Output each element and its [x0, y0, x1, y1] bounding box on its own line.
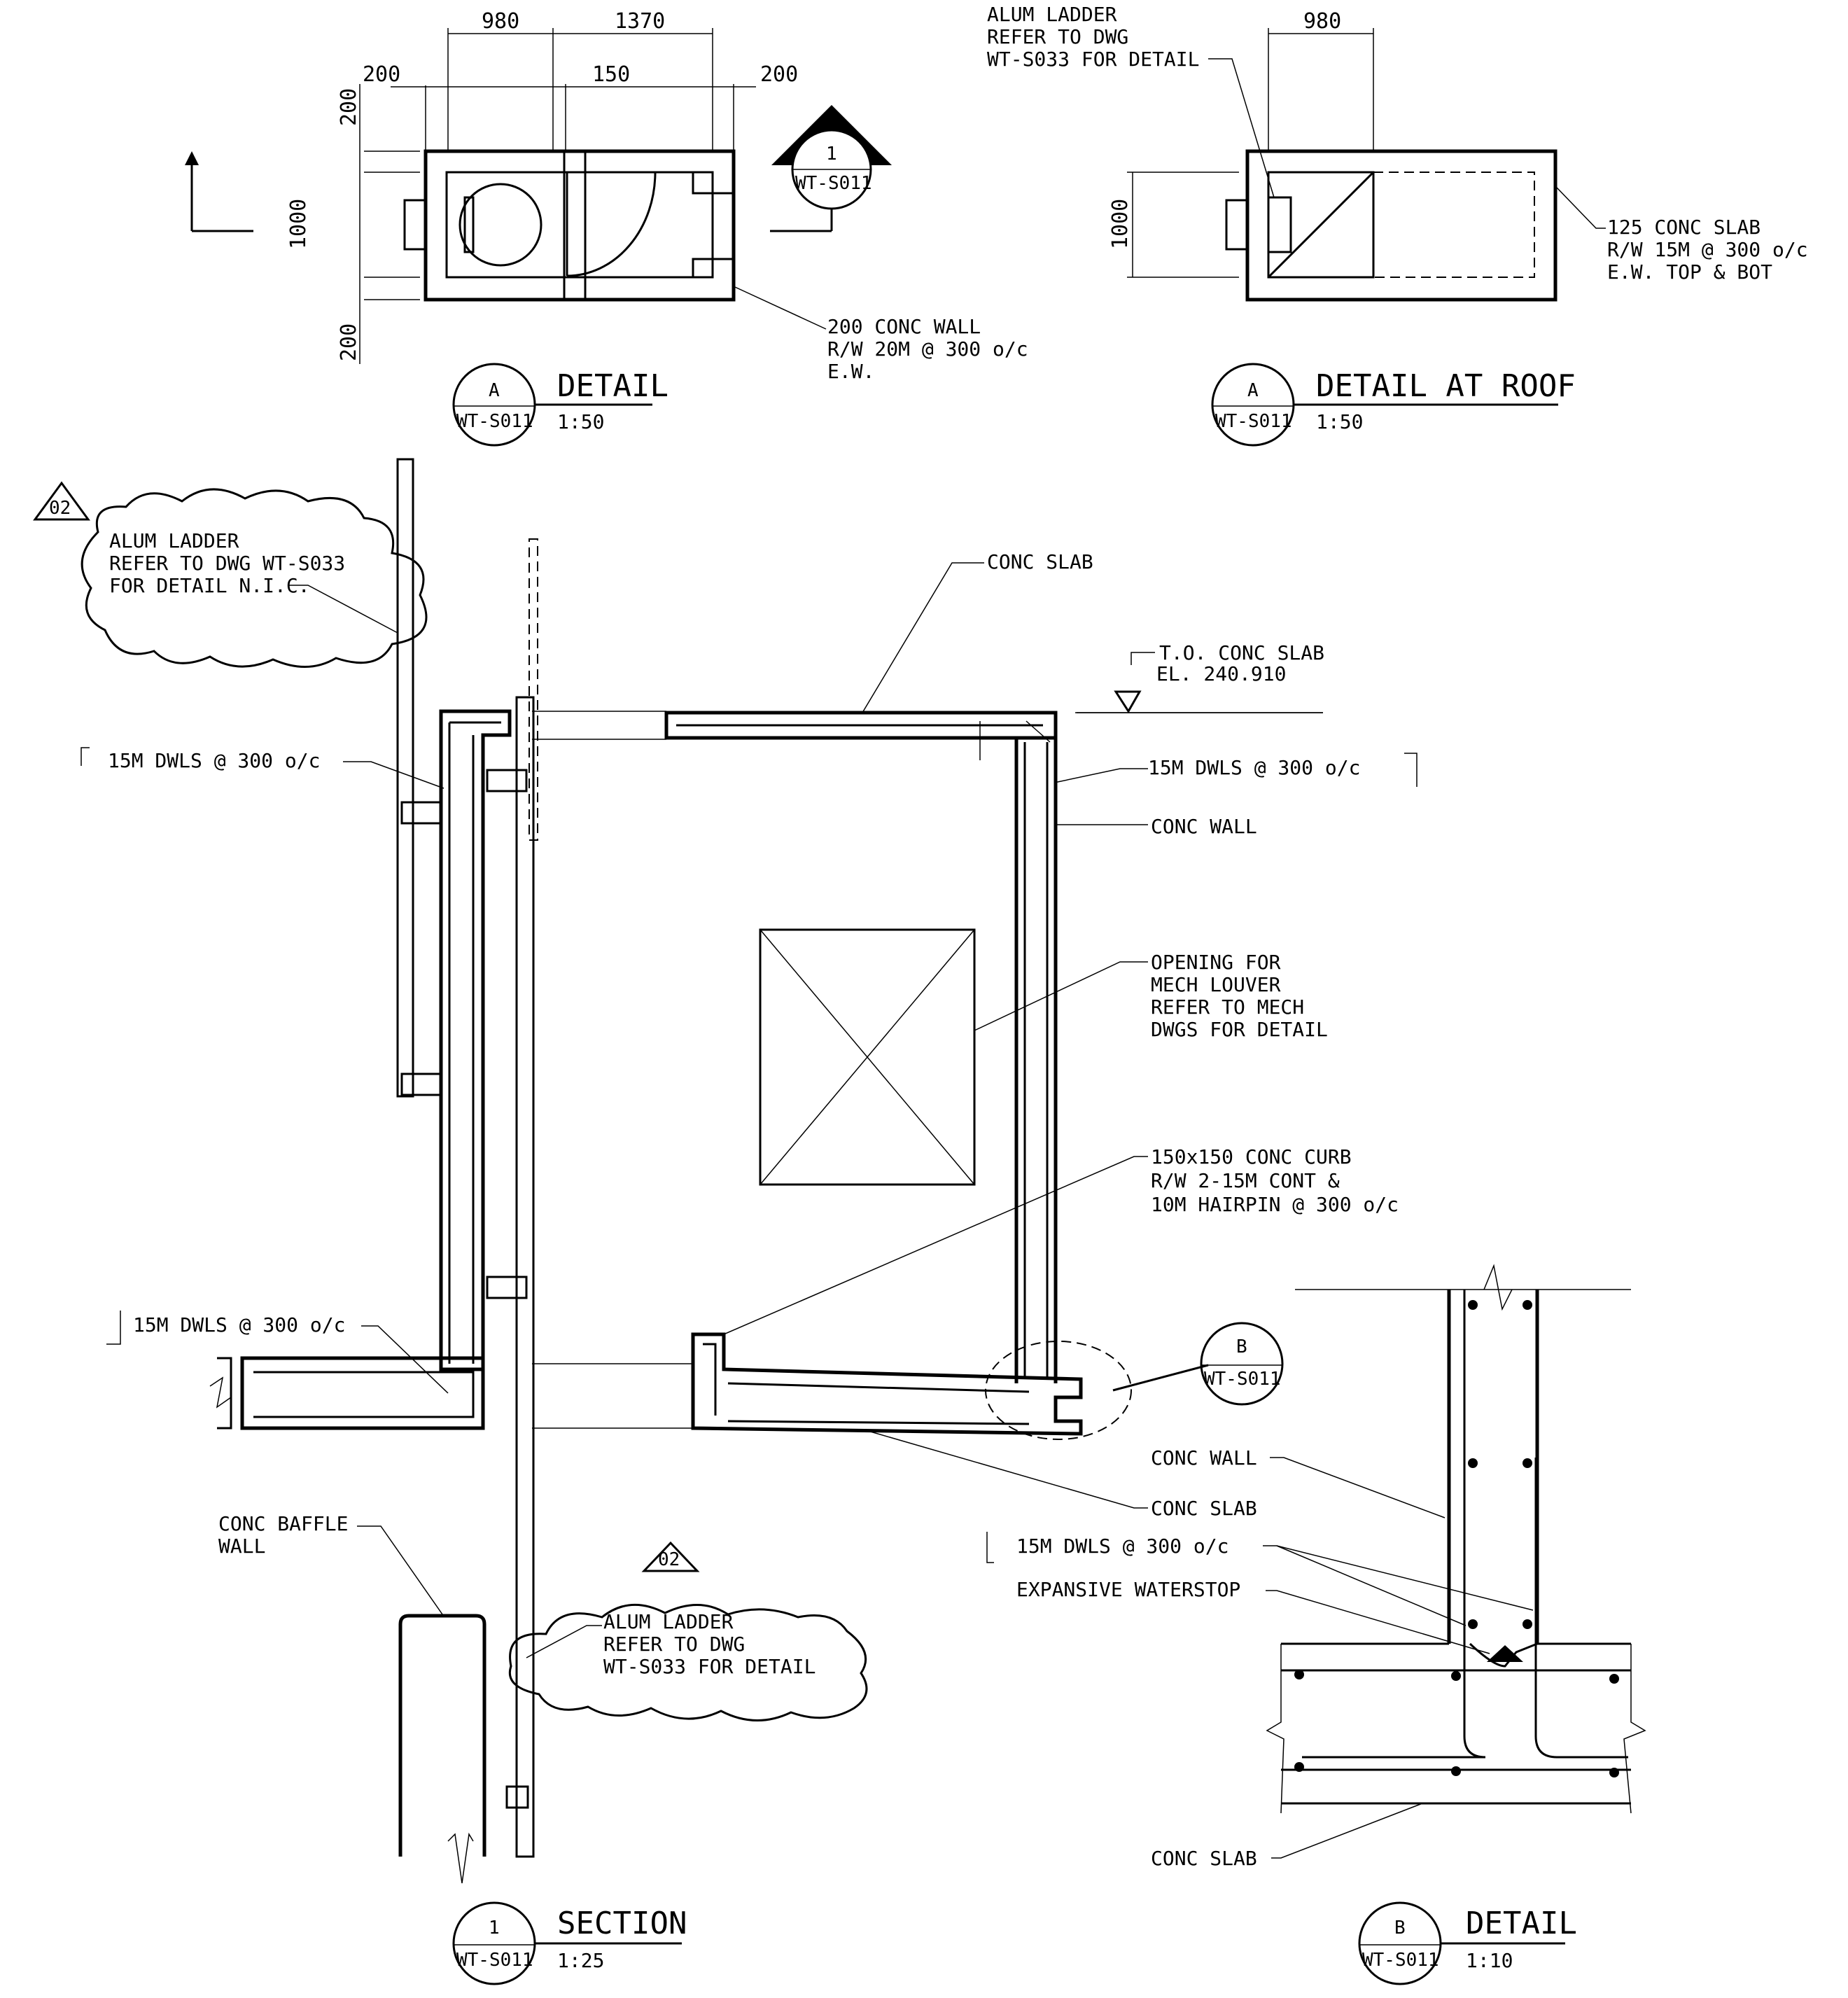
roof-dim-1000: 1000 — [1108, 199, 1133, 249]
dim-1000: 1000 — [286, 199, 311, 249]
revision-tag-bottom: 02 — [658, 1549, 680, 1570]
roof-note-slab2: R/W 15M @ 300 o/c — [1607, 238, 1808, 261]
scale-detail-roof: 1:50 — [1316, 410, 1363, 433]
scale-section: 1:25 — [557, 1949, 604, 1972]
b-note-conc-slab: CONC SLAB — [1151, 1847, 1257, 1870]
title-detail-roof: DETAIL AT ROOF — [1316, 368, 1576, 404]
svg-text:B: B — [1236, 1336, 1247, 1357]
dim-200-bottom: 200 — [337, 323, 361, 361]
b-note-waterstop: EXPANSIVE WATERSTOP — [1016, 1578, 1240, 1601]
cloud-bottom-line1: ALUM LADDER — [603, 1610, 734, 1633]
revision-triangle-icon: 02 — [33, 481, 90, 521]
note-wall-line2: R/W 20M @ 300 o/c — [827, 337, 1028, 361]
note-dowels-left-bottom: 15M DWLS @ 300 o/c — [133, 1313, 345, 1336]
note-baffle2: WALL — [218, 1535, 265, 1558]
cloud-bottom-line2: REFER TO DWG — [603, 1633, 745, 1656]
section-1: 02 ALUM LADDER REFER TO DWG WT-S033 FOR … — [33, 458, 1418, 1985]
title-detail: DETAIL — [557, 368, 668, 404]
title-section: SECTION — [557, 1906, 687, 1941]
dim-150: 150 — [592, 62, 630, 87]
note-dowels-left-top: 15M DWLS @ 300 o/c — [108, 749, 320, 772]
svg-text:02: 02 — [49, 498, 71, 519]
note-wall-line1: 200 CONC WALL — [827, 315, 981, 338]
section-marker-1: 1 WT-S011 — [770, 105, 892, 232]
note-slab-level1: T.O. CONC SLAB — [1159, 641, 1324, 664]
svg-text:A: A — [1247, 380, 1259, 401]
dim-200-top: 200 — [337, 88, 361, 126]
svg-text:WT-S011: WT-S011 — [1215, 411, 1292, 432]
detail-roof-plan: 980 1000 ALUM LADDER REFER TO DWG WT-S03… — [987, 3, 1808, 447]
roof-note-ladder1: ALUM LADDER — [987, 3, 1117, 26]
title-block-detail-b: B WT-S011 DETAIL 1:10 — [1358, 1901, 1577, 1985]
title-block-detail-a: A WT-S011 DETAIL 1:50 — [452, 363, 668, 447]
callout-b: B WT-S011 — [1200, 1322, 1284, 1406]
dim-200-right: 200 — [760, 62, 798, 87]
svg-text:WT-S011: WT-S011 — [1362, 1950, 1439, 1971]
scale-detail: 1:50 — [557, 410, 604, 433]
note-slab-level2: EL. 240.910 — [1156, 662, 1286, 685]
svg-text:B: B — [1394, 1917, 1406, 1938]
dim-1370: 1370 — [615, 9, 665, 34]
b-note-dowels: 15M DWLS @ 300 o/c — [1016, 1535, 1228, 1558]
north-arrow-icon — [185, 151, 253, 232]
note-opening1: OPENING FOR — [1151, 951, 1281, 974]
note-conc-slab-bottom: CONC SLAB — [1151, 1497, 1257, 1520]
note-opening4: DWGS FOR DETAIL — [1151, 1018, 1328, 1041]
note-opening2: MECH LOUVER — [1151, 973, 1281, 996]
svg-text:WT-S011: WT-S011 — [456, 411, 533, 432]
svg-text:WT-S011: WT-S011 — [795, 173, 872, 194]
roof-dim-980: 980 — [1303, 9, 1341, 34]
roof-note-ladder3: WT-S033 FOR DETAIL — [987, 48, 1199, 71]
note-conc-slab-top: CONC SLAB — [987, 550, 1093, 573]
svg-text:WT-S011: WT-S011 — [456, 1950, 533, 1971]
cloud-top-line1: ALUM LADDER — [109, 529, 239, 552]
svg-text:1: 1 — [489, 1917, 500, 1938]
roof-note-slab3: E.W. TOP & BOT — [1607, 260, 1772, 284]
cloud-top-line3: FOR DETAIL N.I.C. — [109, 574, 310, 597]
note-curb3: 10M HAIRPIN @ 300 o/c — [1151, 1193, 1399, 1216]
detail-b: CONC WALL 15M DWLS @ 300 o/c EXPANSIVE W… — [986, 1264, 1646, 1985]
cloud-bottom-line3: WT-S033 FOR DETAIL — [603, 1655, 816, 1678]
b-note-conc-wall: CONC WALL — [1151, 1446, 1257, 1469]
dim-980: 980 — [482, 9, 519, 34]
svg-text:WT-S011: WT-S011 — [1204, 1369, 1281, 1390]
roof-note-ladder2: REFER TO DWG — [987, 25, 1128, 48]
note-wall-line3: E.W. — [827, 360, 874, 383]
detail-a-plan: 980 1370 200 150 200 200 1000 200 1 WT-S… — [185, 9, 1028, 447]
note-curb1: 150x150 CONC CURB — [1151, 1145, 1352, 1168]
note-curb2: R/W 2-15M CONT & — [1151, 1169, 1340, 1192]
note-conc-wall: CONC WALL — [1151, 815, 1257, 838]
svg-text:1: 1 — [826, 144, 837, 165]
roof-note-slab1: 125 CONC SLAB — [1607, 216, 1760, 239]
note-opening3: REFER TO MECH — [1151, 995, 1304, 1019]
scale-detail-b: 1:10 — [1466, 1949, 1513, 1972]
title-block-detail-roof: A WT-S011 DETAIL AT ROOF 1:50 — [1211, 363, 1576, 447]
title-detail-b: DETAIL — [1466, 1906, 1577, 1941]
dim-200-left: 200 — [363, 62, 400, 87]
note-dowels-right-top: 15M DWLS @ 300 o/c — [1148, 756, 1360, 779]
svg-text:A: A — [489, 380, 500, 401]
note-baffle1: CONC BAFFLE — [218, 1512, 348, 1535]
title-block-section: 1 WT-S011 SECTION 1:25 — [452, 1901, 687, 1985]
cloud-top-line2: REFER TO DWG WT-S033 — [109, 552, 345, 575]
